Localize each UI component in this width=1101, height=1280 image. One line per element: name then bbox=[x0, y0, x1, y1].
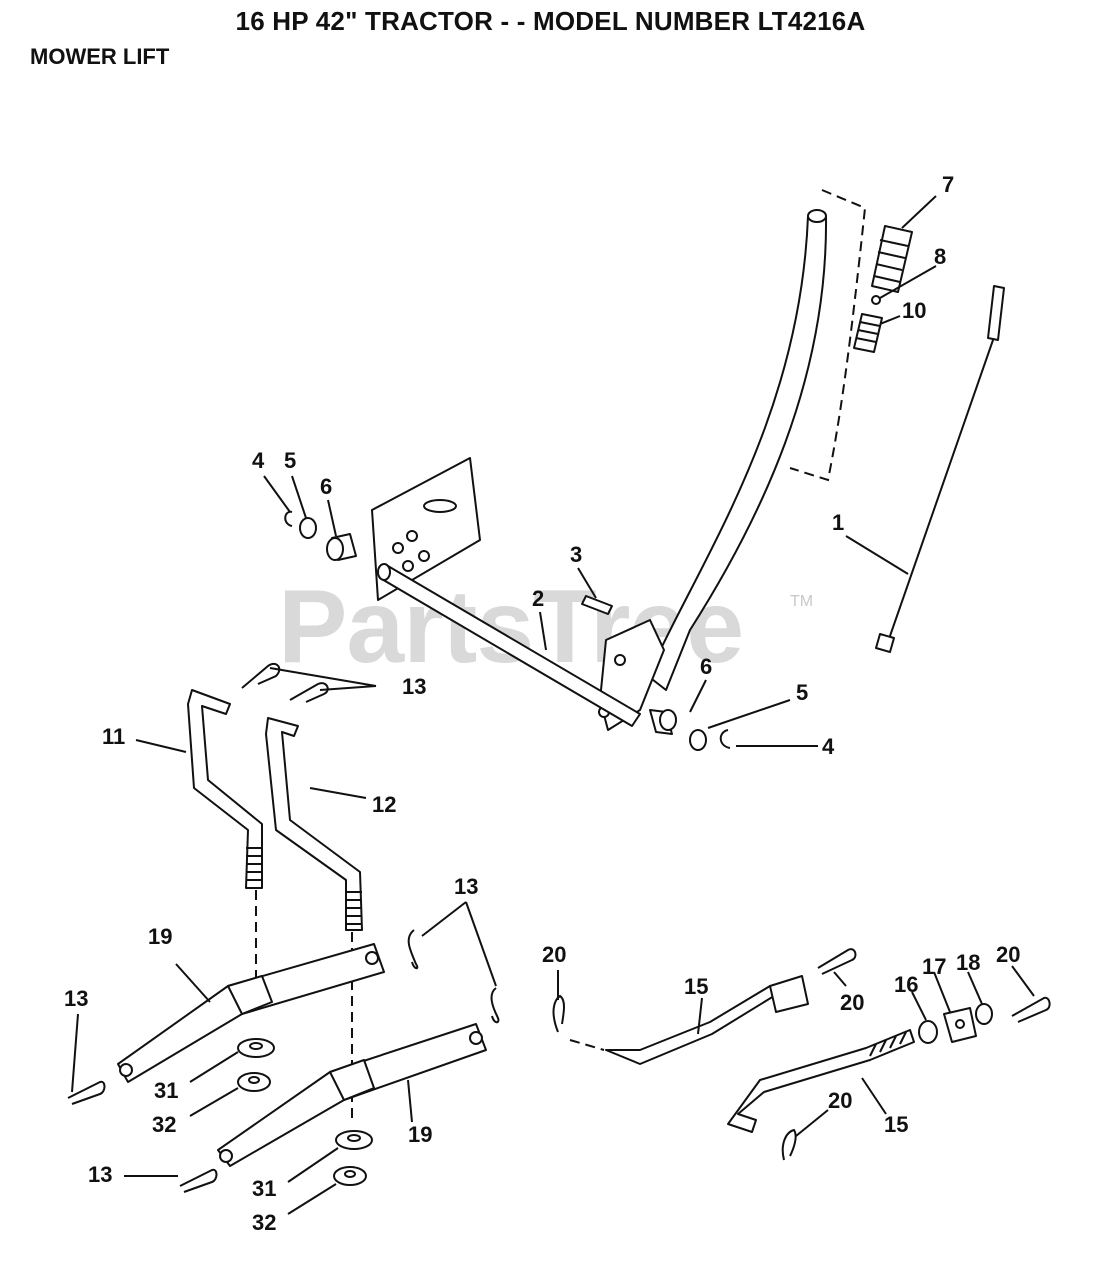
callout-6-lower: 6 bbox=[700, 654, 712, 679]
callout-19-lower: 19 bbox=[408, 1122, 432, 1147]
callout-16: 16 bbox=[894, 972, 918, 997]
spring bbox=[853, 313, 883, 353]
lift-rod-upper bbox=[605, 975, 809, 1065]
bushing-left bbox=[326, 533, 357, 561]
callout-31-lower: 31 bbox=[252, 1176, 276, 1201]
retaining-ring-right bbox=[719, 729, 731, 749]
lift-link-11 bbox=[187, 689, 263, 889]
callout-7: 7 bbox=[942, 172, 954, 197]
callout-15-upper: 15 bbox=[684, 974, 708, 999]
callout-6-upper: 6 bbox=[320, 474, 332, 499]
washer-right bbox=[689, 729, 707, 751]
key bbox=[581, 595, 613, 615]
ball bbox=[871, 295, 881, 305]
callout-12: 12 bbox=[372, 792, 396, 817]
bushing-right bbox=[649, 709, 677, 735]
page-title: 16 HP 42" TRACTOR - - MODEL NUMBER LT421… bbox=[235, 6, 866, 36]
lift-link-12 bbox=[265, 717, 363, 931]
callout-17: 17 bbox=[922, 954, 946, 979]
hairpin-clip-13-bottom bbox=[179, 1168, 218, 1193]
section-title: MOWER LIFT bbox=[30, 44, 170, 69]
handle-dashed-outline bbox=[789, 189, 867, 482]
callout-20-right: 20 bbox=[996, 942, 1020, 967]
hairpin-clip-20-bottom bbox=[781, 1128, 797, 1161]
hairpin-clip-13-mid-1 bbox=[407, 929, 419, 970]
callout-31-upper: 31 bbox=[154, 1078, 178, 1103]
spacer-31-upper bbox=[237, 1038, 275, 1058]
hairpin-clip-20-top bbox=[817, 948, 857, 975]
nut-32-lower bbox=[333, 1166, 367, 1186]
callout-10: 10 bbox=[902, 298, 926, 323]
dashed-link-20a bbox=[569, 1039, 605, 1051]
washer-18 bbox=[975, 1003, 993, 1025]
jam-nut-16 bbox=[918, 1020, 938, 1044]
hairpin-clip-upper-2 bbox=[289, 682, 329, 703]
callout-32-lower: 32 bbox=[252, 1210, 276, 1235]
callout-11: 11 bbox=[102, 724, 125, 749]
callout-labels: 7 8 10 1 4 5 6 3 2 13 11 12 6 5 4 13 19 … bbox=[64, 172, 1020, 1235]
callout-18: 18 bbox=[956, 950, 980, 975]
callout-3: 3 bbox=[570, 542, 582, 567]
lift-arm-lower bbox=[217, 1023, 487, 1167]
callout-13-bottom: 13 bbox=[88, 1162, 112, 1187]
mounting-plate bbox=[371, 457, 481, 601]
callout-2: 2 bbox=[532, 586, 544, 611]
callout-13-mid: 13 bbox=[454, 874, 478, 899]
cable-rod bbox=[875, 285, 1005, 653]
leader-lines bbox=[71, 195, 1035, 1215]
washer-left bbox=[299, 517, 317, 539]
callout-13-upper: 13 bbox=[402, 674, 426, 699]
hairpin-clip-13-mid-2 bbox=[490, 987, 500, 1024]
nut-32-upper bbox=[237, 1072, 271, 1092]
retaining-ring-left bbox=[284, 510, 293, 527]
grip bbox=[871, 225, 913, 293]
hairpin-clip-20-left bbox=[552, 994, 565, 1033]
callout-4-upper: 4 bbox=[252, 448, 265, 473]
callout-4-lower: 4 bbox=[822, 734, 835, 759]
callout-32-upper: 32 bbox=[152, 1112, 176, 1137]
callout-5-lower: 5 bbox=[796, 680, 808, 705]
lift-shaft bbox=[377, 563, 641, 727]
callout-20-left: 20 bbox=[542, 942, 566, 967]
hairpin-clip-13-left bbox=[67, 1080, 106, 1105]
callout-13-left: 13 bbox=[64, 986, 88, 1011]
watermark-trademark: TM bbox=[790, 593, 814, 610]
trunnion-17 bbox=[943, 1007, 977, 1043]
lift-rod-lower bbox=[727, 1029, 915, 1133]
lift-handle bbox=[598, 209, 828, 731]
callout-19-upper: 19 bbox=[148, 924, 172, 949]
callout-8: 8 bbox=[934, 244, 946, 269]
callout-1: 1 bbox=[832, 510, 844, 535]
lift-arm-upper bbox=[117, 943, 385, 1083]
hairpin-clip-20-right bbox=[1011, 996, 1051, 1023]
callout-15-lower: 15 bbox=[884, 1112, 908, 1137]
callout-20-bottom: 20 bbox=[828, 1088, 852, 1113]
callout-5-upper: 5 bbox=[284, 448, 296, 473]
callout-20-mid: 20 bbox=[840, 990, 864, 1015]
hairpin-clip-upper-1 bbox=[241, 662, 281, 689]
spacer-31-lower bbox=[335, 1130, 373, 1150]
